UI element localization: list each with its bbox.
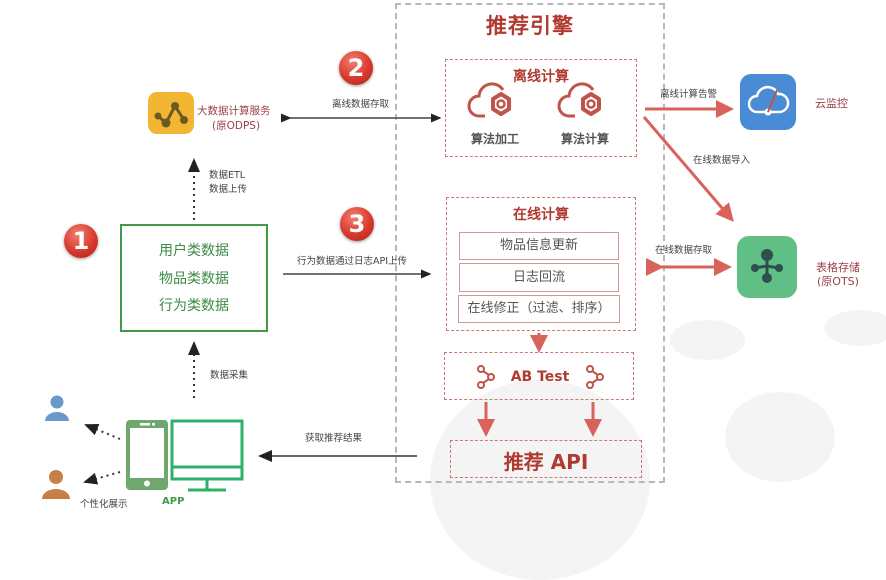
behavior-data-label: 行为类数据 bbox=[159, 298, 229, 314]
offline-compute-box bbox=[445, 59, 637, 157]
step-badge-2: 2 bbox=[339, 51, 373, 85]
desktop-monitor-icon bbox=[170, 419, 244, 492]
ots-name: 表格存储 bbox=[816, 261, 860, 274]
line-chart-nodes-icon bbox=[154, 102, 188, 128]
recommendation-engine-frame bbox=[395, 3, 665, 483]
step-badge-1: 1 bbox=[64, 224, 98, 258]
mobile-phone-icon bbox=[126, 420, 168, 490]
behavior-upload-label: 行为数据通过日志API上传 bbox=[297, 256, 408, 267]
online-compute-title: 在线计算 bbox=[513, 207, 569, 223]
data-sources-box bbox=[120, 224, 268, 332]
online-access-label: 在线数据存取 bbox=[655, 245, 713, 256]
algorithm-compute-label: 算法计算 bbox=[560, 132, 609, 146]
user-icon-orange bbox=[42, 470, 70, 499]
cloud-gauge-icon bbox=[747, 85, 790, 116]
cloud-monitor-name: 云监控 bbox=[815, 97, 848, 110]
odps-name: 大数据计算服务 bbox=[197, 105, 271, 117]
item-info-update-row: 物品信息更新 bbox=[459, 232, 619, 260]
cloud-gear-icon bbox=[557, 82, 601, 118]
online-compute-box bbox=[446, 197, 636, 331]
item-data-label: 物品类数据 bbox=[159, 271, 229, 287]
background-shape bbox=[725, 392, 835, 482]
online-import-label: 在线数据导入 bbox=[693, 155, 751, 166]
log-backflow-row: 日志回流 bbox=[459, 263, 619, 292]
user-icon-blue bbox=[45, 395, 69, 421]
cloud-gear-icon bbox=[467, 82, 511, 118]
recommend-api-box bbox=[450, 440, 642, 478]
display-arrow-user-2 bbox=[83, 471, 121, 485]
step-badge-3: 3 bbox=[340, 207, 374, 241]
tree-nodes-icon bbox=[751, 249, 783, 283]
recommend-api-label: 推荐 API bbox=[503, 450, 589, 474]
get-results-label: 获取推荐结果 bbox=[305, 433, 363, 444]
odps-icon-tile bbox=[148, 92, 194, 134]
odps-sub: (原ODPS) bbox=[212, 120, 261, 132]
offline-access-label: 离线数据存取 bbox=[332, 99, 390, 110]
upload-label: 数据上传 bbox=[209, 184, 248, 195]
ots-sub: (原OTS) bbox=[817, 275, 859, 288]
arrows-layer bbox=[83, 100, 734, 485]
flow-branch-icon bbox=[477, 365, 495, 389]
engine-title: 推荐引擎 bbox=[486, 14, 574, 38]
background-shape bbox=[825, 310, 886, 346]
display-arrow-user-1 bbox=[84, 424, 121, 440]
offline-compute-title: 离线计算 bbox=[513, 69, 569, 85]
flow-branch-icon bbox=[586, 365, 604, 389]
collect-label: 数据采集 bbox=[210, 370, 249, 381]
etl-label: 数据ETL bbox=[209, 170, 246, 181]
cloud-monitor-tile bbox=[740, 74, 796, 130]
ab-test-label: AB Test bbox=[510, 369, 570, 385]
background-shape bbox=[670, 320, 745, 360]
ots-tile bbox=[737, 236, 797, 298]
personalized-display-label: 个性化展示 bbox=[80, 499, 128, 510]
user-data-label: 用户类数据 bbox=[159, 243, 229, 259]
online-import-arrow bbox=[642, 116, 734, 222]
app-label: APP bbox=[162, 496, 185, 507]
online-correction-row: 在线修正（过滤、排序） bbox=[458, 295, 620, 323]
algorithm-processing-label: 算法加工 bbox=[470, 132, 519, 146]
offline-alert-label: 离线计算告警 bbox=[660, 89, 718, 100]
